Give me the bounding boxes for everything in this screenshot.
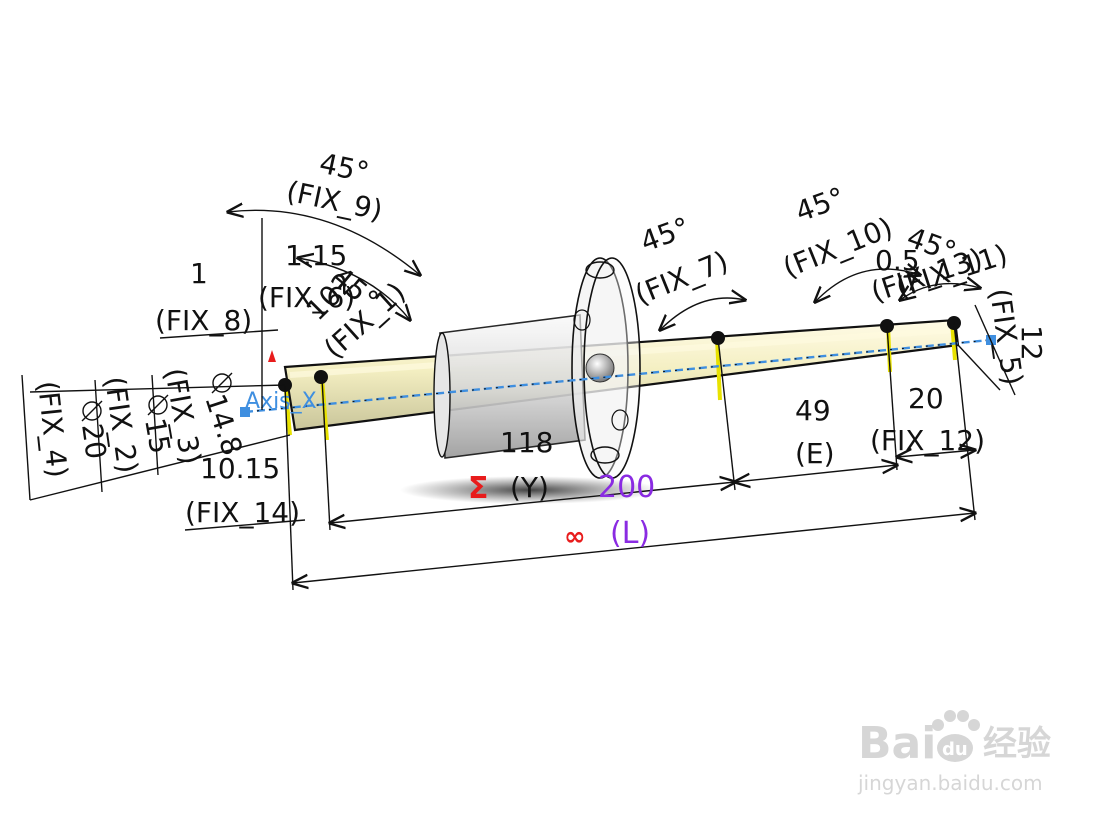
infinity-icon: ∞	[564, 522, 586, 552]
angle-value-fix10[interactable]: 45°	[791, 181, 849, 229]
dia-tag-fix4[interactable]: (FIX_4)	[31, 379, 74, 479]
dim-tag-fix6[interactable]: (FIX_6)	[258, 281, 355, 314]
dim-value-Y[interactable]: 118	[500, 426, 553, 459]
square-marker-icon[interactable]	[240, 407, 250, 417]
axis-label: Axis_X	[245, 389, 317, 414]
dim-value-fix8[interactable]: 1	[190, 257, 208, 290]
watermark-brand-right: du	[942, 739, 968, 760]
dim-tag-L[interactable]: (L)	[610, 516, 650, 551]
dim-tag-Y[interactable]: (Y)	[510, 471, 549, 504]
dim-value-E[interactable]: 49	[795, 394, 831, 427]
watermark-brand-left: Bai	[858, 718, 936, 769]
diameter-icon	[147, 394, 169, 416]
dim-tag-fix5[interactable]: (FIX_5)	[983, 286, 1029, 387]
watermark-brand-cn: 经验	[983, 724, 1051, 764]
dim-value-fix13[interactable]: 0.5	[875, 244, 920, 277]
watermark: Bai du 经验 jingyan.baidu.com	[857, 710, 1051, 795]
dia-value-fix4[interactable]: 20	[75, 421, 113, 461]
angle-value-fix7[interactable]: 45°	[636, 211, 694, 259]
dim-tag-E[interactable]: (E)	[795, 437, 835, 470]
dim-tag-fix8[interactable]: (FIX_8)	[155, 304, 252, 337]
baidu-paw-icon	[932, 710, 980, 762]
center-axis	[244, 338, 991, 414]
dim-tag-fix14[interactable]: (FIX_14)	[185, 496, 300, 529]
origin-triad-icon	[268, 350, 276, 362]
sigma-icon: Σ	[468, 471, 489, 506]
dim-value-fix5[interactable]: 12	[1015, 325, 1048, 361]
sketch-point-icon[interactable]	[314, 370, 328, 384]
diameter-icon	[211, 372, 233, 394]
angle-arcs	[228, 210, 980, 330]
diameter-symbols	[81, 372, 233, 422]
dim-value-fix6[interactable]: 1.15	[285, 239, 347, 272]
watermark-url: jingyan.baidu.com	[857, 771, 1043, 795]
dimension-lines	[21, 304, 1016, 583]
flange-disc	[571, 257, 641, 479]
diameter-icon	[81, 400, 103, 422]
dim-value-L[interactable]: 200	[598, 470, 655, 505]
dim-value-fix12[interactable]: 20	[908, 382, 944, 415]
dim-tag-fix12[interactable]: (FIX_12)	[870, 424, 985, 457]
dim-value-fix14[interactable]: 10.15	[200, 452, 280, 485]
dia-value-fix2[interactable]: 15	[138, 415, 177, 456]
